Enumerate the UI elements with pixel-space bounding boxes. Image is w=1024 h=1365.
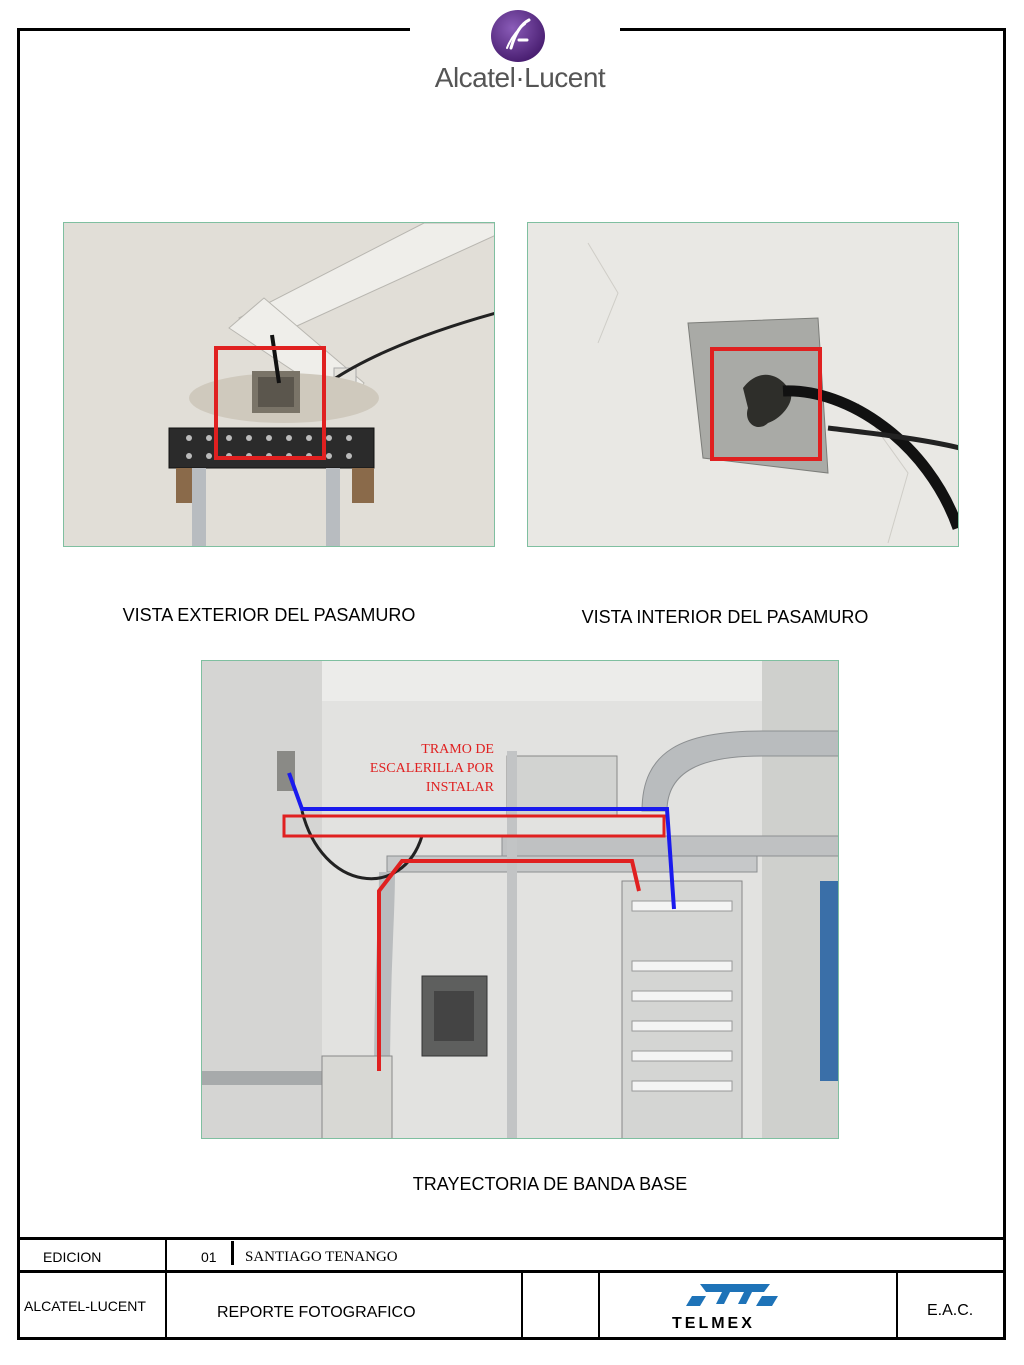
site-name: SANTIAGO TENANGO (245, 1249, 398, 1265)
footer-col-1 (165, 1237, 167, 1340)
annotation-line-2: ESCALERILLA POR (369, 761, 494, 776)
footer-rule-middle (17, 1270, 1006, 1273)
photo-baseband-route (201, 660, 839, 1139)
footer-rule-top (17, 1237, 1006, 1240)
brand-name: Alcatel·Lucent (434, 62, 606, 93)
annotation-ladder-section: TRAMO DE ESCALERILLA POR INSTALAR (330, 740, 494, 797)
photo-interior-wall-pass (527, 222, 959, 547)
footer-col-5 (896, 1273, 898, 1340)
annotation-line-1: TRAMO DE (421, 742, 494, 757)
telmex-logo-icon (672, 1282, 802, 1337)
footer-table: EDICION 01 SANTIAGO TENANGO ALCATEL-LUCE… (17, 1237, 1006, 1340)
alcatel-lucent-globe-icon (489, 8, 547, 69)
footer-col-3 (521, 1273, 523, 1340)
company-name: ALCATEL-LUCENT (24, 1298, 146, 1314)
footer-col-2 (231, 1241, 234, 1265)
photo-exterior-wall-pass (63, 222, 495, 547)
edicion-value: 01 (201, 1249, 217, 1265)
footer-col-4 (598, 1273, 600, 1340)
code-eac: E.A.C. (927, 1302, 974, 1319)
report-title: REPORTE FOTOGRAFICO (217, 1304, 416, 1321)
caption-interior: VISTA INTERIOR DEL PASAMURO (581, 607, 869, 627)
edicion-label: EDICION (43, 1249, 102, 1265)
annotation-line-3: INSTALAR (425, 780, 494, 795)
caption-baseband: TRAYECTORIA DE BANDA BASE (412, 1174, 688, 1194)
telmex-wordmark: TELMEX (672, 1315, 755, 1332)
caption-exterior: VISTA EXTERIOR DEL PASAMURO (122, 605, 416, 625)
